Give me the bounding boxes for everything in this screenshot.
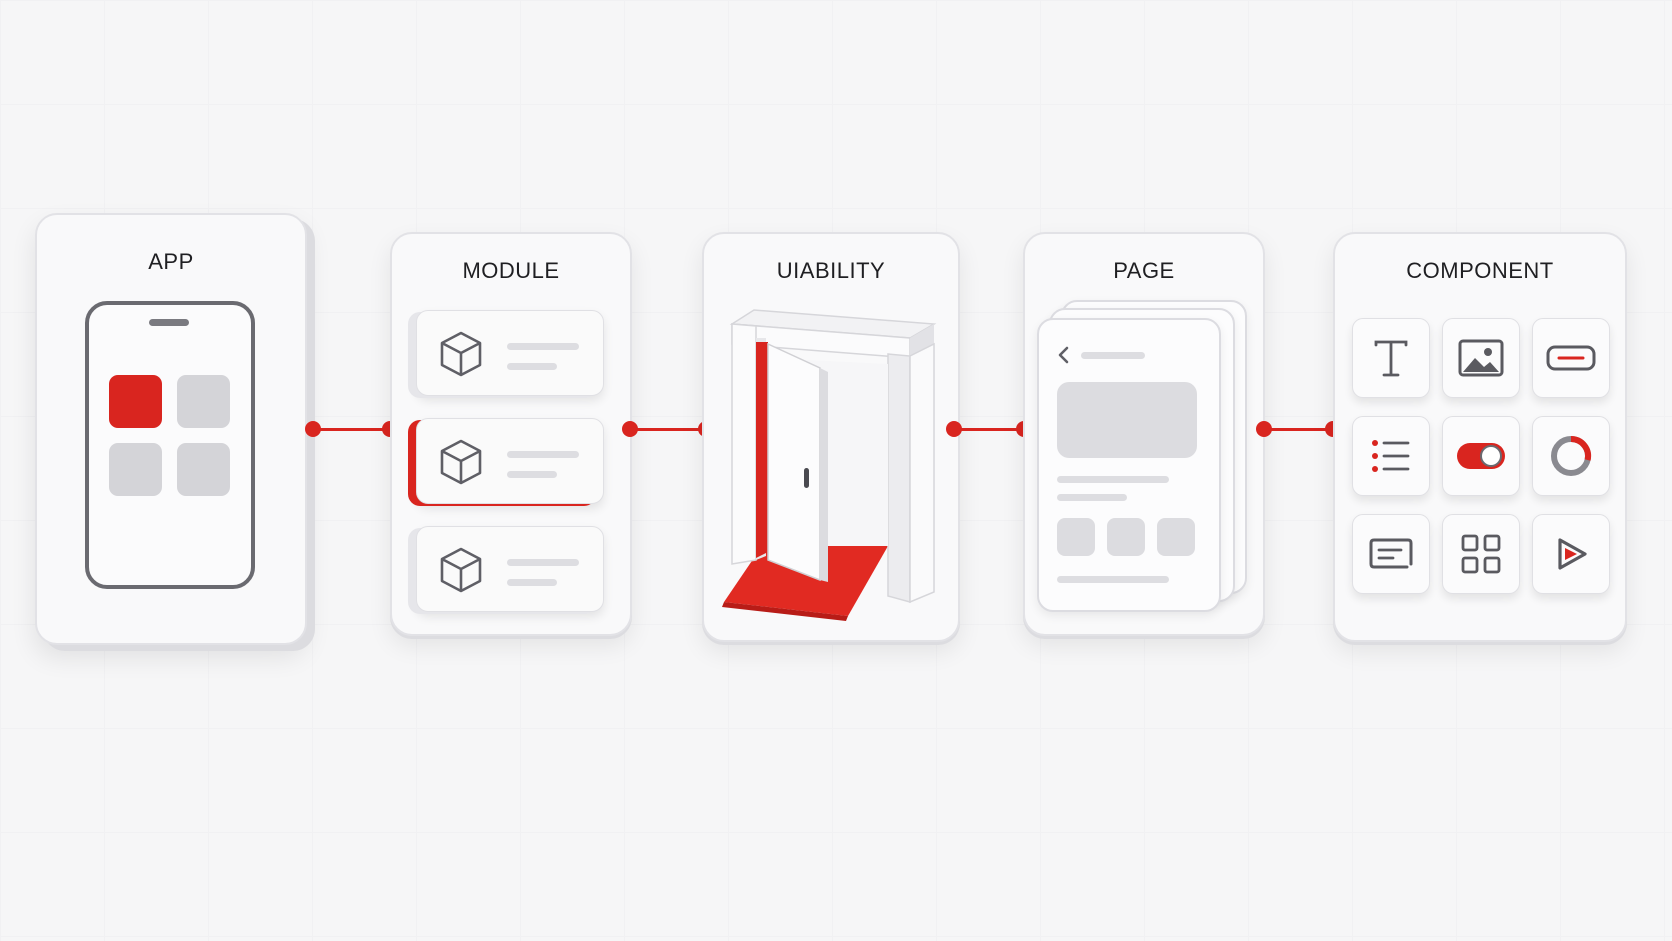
thumb-placeholder [1157,518,1195,556]
image-component-tile [1442,318,1520,398]
video-component-tile [1532,514,1610,594]
placeholder-line [507,343,579,350]
open-door-icon [722,309,937,621]
app-title: APP [148,249,194,274]
app-card: APP [35,213,307,645]
toggle-icon [1457,443,1505,469]
toggle-component-tile [1442,416,1520,496]
progress-ring-icon [1551,435,1592,476]
cube-icon [440,439,482,485]
placeholder-line [507,471,557,478]
connector-line [956,428,1026,431]
placeholder-line [507,579,557,586]
page-title: PAGE [1113,258,1175,283]
connector-dot [622,421,638,437]
app-tile [109,443,162,496]
phone-speaker [149,319,189,326]
list-component-tile [1352,416,1430,496]
text-icon [1374,340,1408,377]
connector-dot [1256,421,1272,437]
chevron-left-icon [1058,346,1069,364]
placeholder-line [1057,476,1169,483]
button-component-tile [1532,318,1610,398]
cube-icon [440,547,482,593]
component-card: COMPONENT [1333,232,1627,642]
module-item [416,310,604,396]
connector-line [634,428,706,431]
module-item [416,526,604,612]
page-card: PAGE [1023,232,1265,636]
placeholder-line [507,451,579,458]
text-component-tile [1352,318,1430,398]
placeholder-line [1057,576,1169,583]
uiability-title: UIABILITY [776,258,886,283]
button-icon [1546,345,1596,371]
input-component-tile [1352,514,1430,594]
progress-component-tile [1532,416,1610,496]
component-title: COMPONENT [1406,258,1554,283]
placeholder-line [1057,494,1127,501]
image-icon [1458,339,1504,377]
module-title: MODULE [462,258,560,283]
app-tile [177,443,230,496]
connector-dot [305,421,321,437]
header-line [1081,352,1145,359]
connector-line [313,428,391,431]
thumb-placeholder [1057,518,1095,556]
list-icon [1372,440,1410,472]
page-sheet-front [1037,318,1221,612]
text-input-icon [1369,538,1413,569]
phone-icon [85,301,255,589]
module-card: MODULE [390,232,632,636]
placeholder-line [507,363,557,370]
uiability-card: UIABILITY [702,232,960,642]
app-tile [177,375,230,428]
connector-line [1266,428,1334,431]
connector-dot [946,421,962,437]
grid-icon [1461,534,1501,574]
play-icon [1558,538,1587,570]
thumb-placeholder [1107,518,1145,556]
hero-image-placeholder [1057,382,1197,458]
placeholder-line [507,559,579,566]
grid-component-tile [1442,514,1520,594]
cube-icon [440,331,482,377]
module-item-active [416,418,604,504]
app-tile-red [109,375,162,428]
